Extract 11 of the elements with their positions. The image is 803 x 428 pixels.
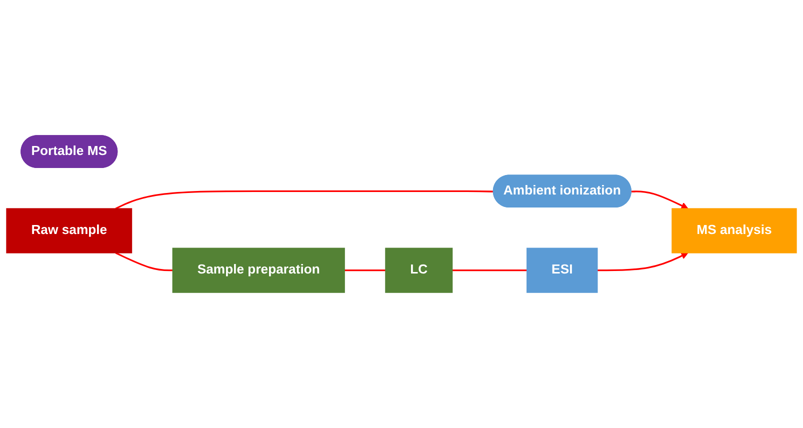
- connector: [115, 190, 494, 210]
- node-box: Sample preparation: [172, 248, 345, 293]
- node-box: ESI: [526, 248, 598, 293]
- arrow: [631, 190, 688, 209]
- node-box: LC: [385, 248, 453, 293]
- node-box: MS analysis: [672, 208, 797, 254]
- arrow: [597, 252, 688, 272]
- connector: [344, 269, 386, 272]
- connector: [115, 252, 173, 272]
- node-box: Raw sample: [6, 208, 132, 254]
- connector: [452, 269, 527, 272]
